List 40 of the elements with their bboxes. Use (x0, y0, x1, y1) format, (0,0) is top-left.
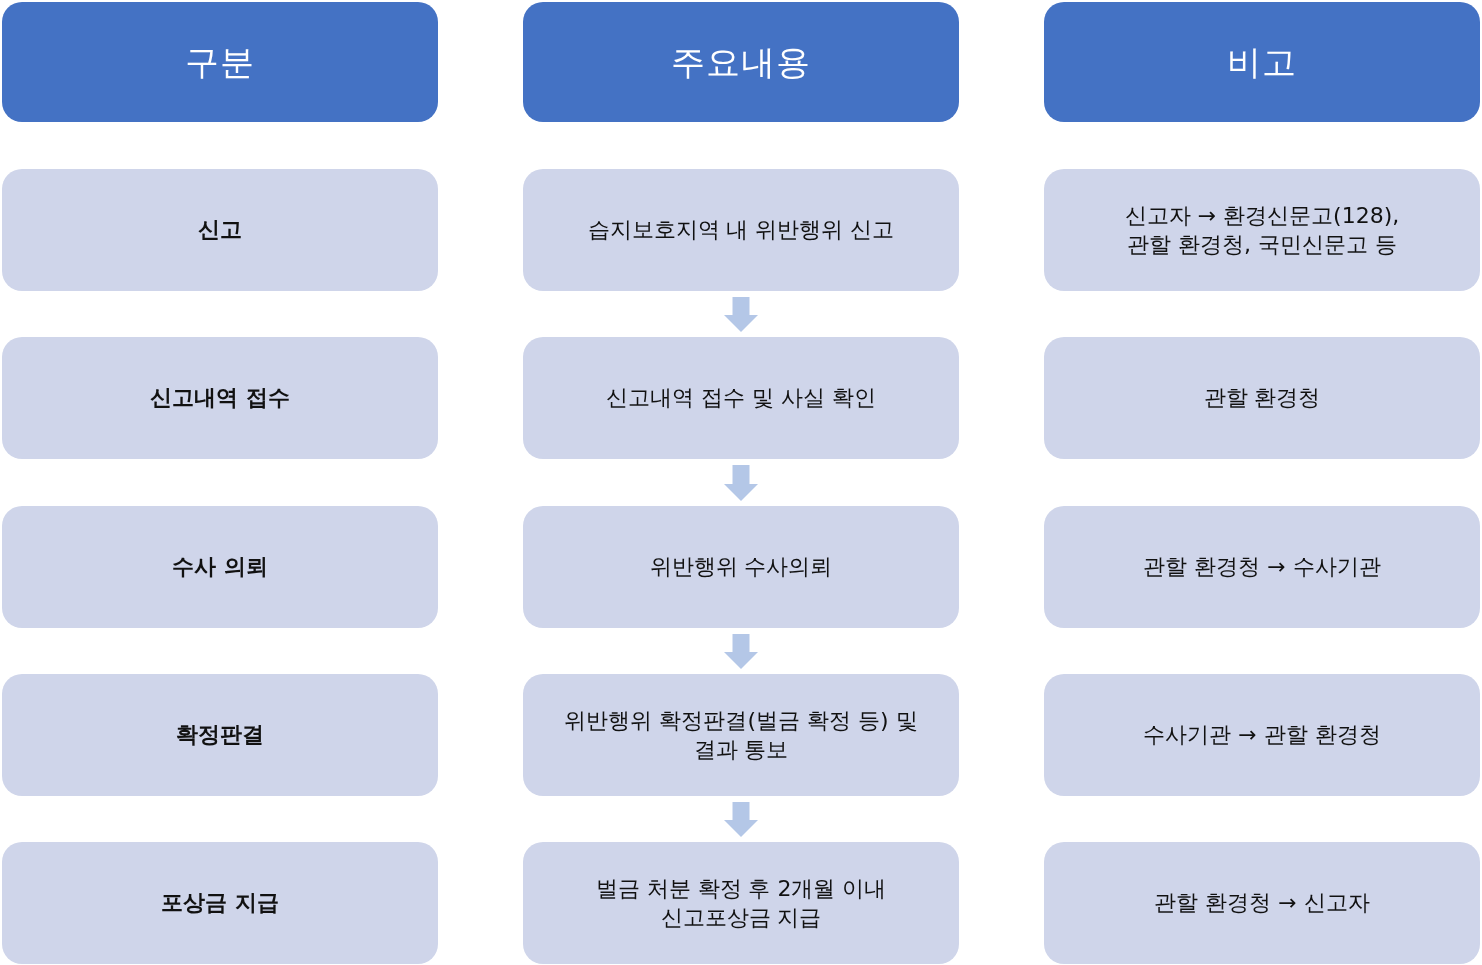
process-text: 벌금 처분 확정 후 2개월 이내 신고포상금 지급 (594, 874, 888, 932)
category-box (2, 842, 438, 964)
note-text: 신고자 → 환경신문고(128), 관할 환경청, 국민신문고 등 (1123, 201, 1401, 259)
flow-arrow (724, 297, 758, 332)
note-text: 관할 환경청 → 수사기관 (1143, 553, 1381, 582)
category-label: 수사 의뢰 (172, 553, 268, 582)
note-text: 수사기관 → 관할 환경청 (1143, 721, 1381, 750)
category-label: 신고내역 접수 (150, 384, 290, 413)
column-header-box (523, 2, 959, 122)
process-box (523, 674, 959, 796)
note-box (1044, 169, 1480, 291)
category-box (2, 674, 438, 796)
note-box (1044, 842, 1480, 964)
process-text: 위반행위 확정판결(벌금 확정 등) 및 결과 통보 (563, 706, 919, 764)
process-text: 신고내역 접수 및 사실 확인 (606, 384, 876, 413)
note-box (1044, 674, 1480, 796)
flow-arrow (724, 634, 758, 669)
note-text: 관할 환경청 (1203, 384, 1321, 413)
category-label: 확정판결 (176, 721, 264, 750)
flow-arrow (724, 465, 758, 501)
process-box (523, 337, 959, 459)
category-box (2, 169, 438, 291)
column-header-box (2, 2, 438, 122)
process-box (523, 169, 959, 291)
process-box (523, 842, 959, 964)
note-text: 관할 환경청 → 신고자 (1154, 889, 1370, 918)
flow-arrow (724, 802, 758, 837)
column-header-box (1044, 2, 1480, 122)
column-header-title: 주요내용 (671, 40, 811, 84)
category-label: 포상금 지급 (161, 889, 279, 918)
process-box (523, 506, 959, 628)
category-box (2, 506, 438, 628)
category-label: 신고 (198, 216, 242, 245)
column-header-title: 비고 (1227, 40, 1297, 84)
note-box (1044, 337, 1480, 459)
process-text: 습지보호지역 내 위반행위 신고 (587, 216, 895, 245)
column-header-title: 구분 (185, 40, 255, 84)
note-box (1044, 506, 1480, 628)
process-text: 위반행위 수사의뢰 (649, 553, 833, 582)
category-box (2, 337, 438, 459)
